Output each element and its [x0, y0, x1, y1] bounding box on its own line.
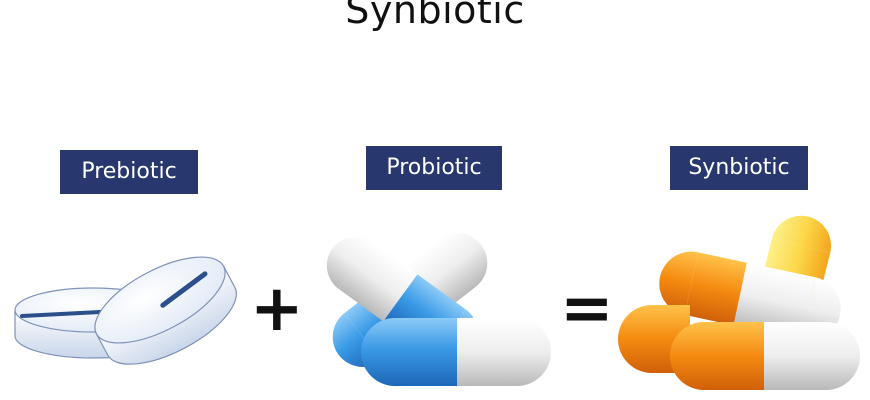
synbiotic-capsules	[618, 215, 860, 390]
plus-sign: +	[250, 272, 304, 346]
page-title: Synbiotic	[345, 0, 525, 32]
probiotic-capsules	[326, 233, 551, 386]
probiotic-label: Probiotic	[366, 146, 502, 190]
synbiotic-capsule-front	[670, 322, 860, 390]
prebiotic-label: Prebiotic	[60, 150, 198, 194]
synbiotic-label: Synbiotic	[670, 146, 808, 190]
synbiotic-capsule-upper	[659, 251, 841, 341]
tilted-tablet	[94, 256, 237, 365]
equals-sign: =	[560, 272, 614, 346]
probiotic-capsule-front	[361, 318, 551, 386]
prebiotic-tablets	[14, 256, 237, 365]
